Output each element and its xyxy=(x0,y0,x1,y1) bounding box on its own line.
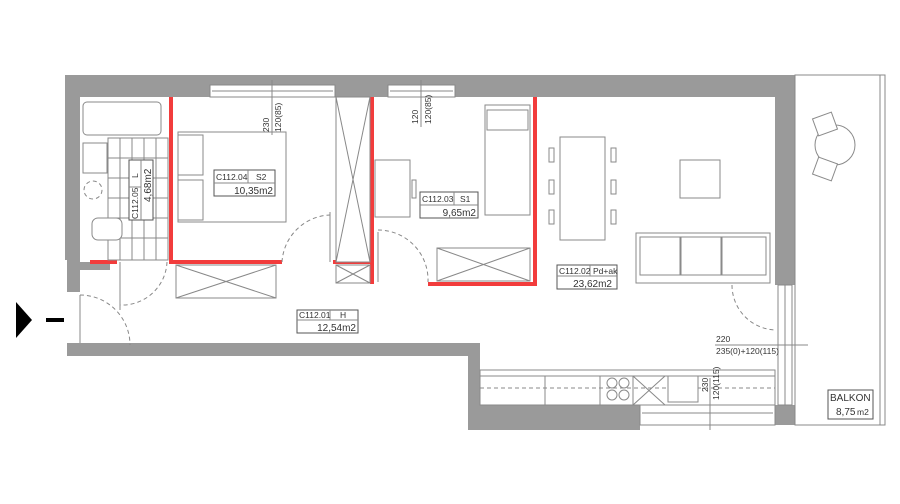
svg-text:10,35m2: 10,35m2 xyxy=(234,186,273,197)
svg-text:BALKON: BALKON xyxy=(830,393,871,404)
svg-text:120(85): 120(85) xyxy=(273,103,283,132)
svg-text:120(115): 120(115) xyxy=(711,366,721,400)
svg-text:C112.05: C112.05 xyxy=(130,187,140,219)
svg-text:C112.02: C112.02 xyxy=(559,266,591,276)
svg-text:C112.04: C112.04 xyxy=(216,172,248,182)
room-label-s2: C112.04 S2 10,35m2 xyxy=(213,169,276,197)
dimension-window-kitchen: 230 120(115) xyxy=(700,366,721,430)
dining-table xyxy=(559,136,606,241)
dimension-window-s2: 230 120(85) xyxy=(261,80,283,135)
wardrobe-hall xyxy=(335,96,371,263)
doors xyxy=(79,212,776,346)
toilet xyxy=(91,217,123,241)
room-label-s1: C112.03 S1 9,65m2 xyxy=(419,191,479,219)
svg-text:C112.01: C112.01 xyxy=(299,310,331,320)
washing-machine xyxy=(83,180,103,200)
sink xyxy=(82,142,108,174)
furniture xyxy=(82,96,776,406)
svg-text:220: 220 xyxy=(716,334,730,344)
wardrobe-s2 xyxy=(175,264,277,299)
svg-text:4,68m2: 4,68m2 xyxy=(143,168,154,202)
svg-text:235(0)+120(115): 235(0)+120(115) xyxy=(716,346,779,356)
svg-text:8,75: 8,75 xyxy=(836,407,856,418)
dimension-balcony-door: 220 235(0)+120(115) xyxy=(715,334,808,356)
svg-text:m2: m2 xyxy=(857,407,869,417)
room-label-balcony: BALKON 8,75 m2 xyxy=(827,389,874,420)
dimension-window-s1: 120 120(85) xyxy=(410,80,433,127)
desk xyxy=(374,159,411,218)
svg-text:120(85): 120(85) xyxy=(423,95,433,124)
sofa xyxy=(635,232,771,284)
svg-text:9,65m2: 9,65m2 xyxy=(443,208,477,219)
svg-text:23,62m2: 23,62m2 xyxy=(573,279,612,290)
svg-text:230: 230 xyxy=(700,378,710,392)
bathtub xyxy=(82,101,162,136)
room-label-bath: C112.05 L 4,68m2 xyxy=(128,159,154,221)
kitchen-counter xyxy=(479,369,776,406)
wardrobe-s1 xyxy=(436,247,531,282)
svg-text:230: 230 xyxy=(261,118,271,132)
svg-text:H: H xyxy=(340,310,346,320)
svg-text:C112.03: C112.03 xyxy=(422,194,454,204)
svg-text:L: L xyxy=(130,173,140,178)
balcony xyxy=(794,74,886,426)
entrance-marker xyxy=(46,318,64,322)
room-label-hall: C112.01 H 12,54m2 xyxy=(296,309,359,334)
svg-text:Pd+ak: Pd+ak xyxy=(593,266,618,276)
svg-text:S1: S1 xyxy=(460,194,471,204)
coffee-table xyxy=(679,159,721,199)
closet-small xyxy=(335,264,371,284)
svg-text:12,54m2: 12,54m2 xyxy=(317,323,356,334)
svg-text:120: 120 xyxy=(410,110,420,124)
room-label-living: C112.02 Pd+ak 23,62m2 xyxy=(556,264,618,290)
svg-text:S2: S2 xyxy=(256,172,267,182)
entrance-arrow-icon xyxy=(16,302,32,338)
